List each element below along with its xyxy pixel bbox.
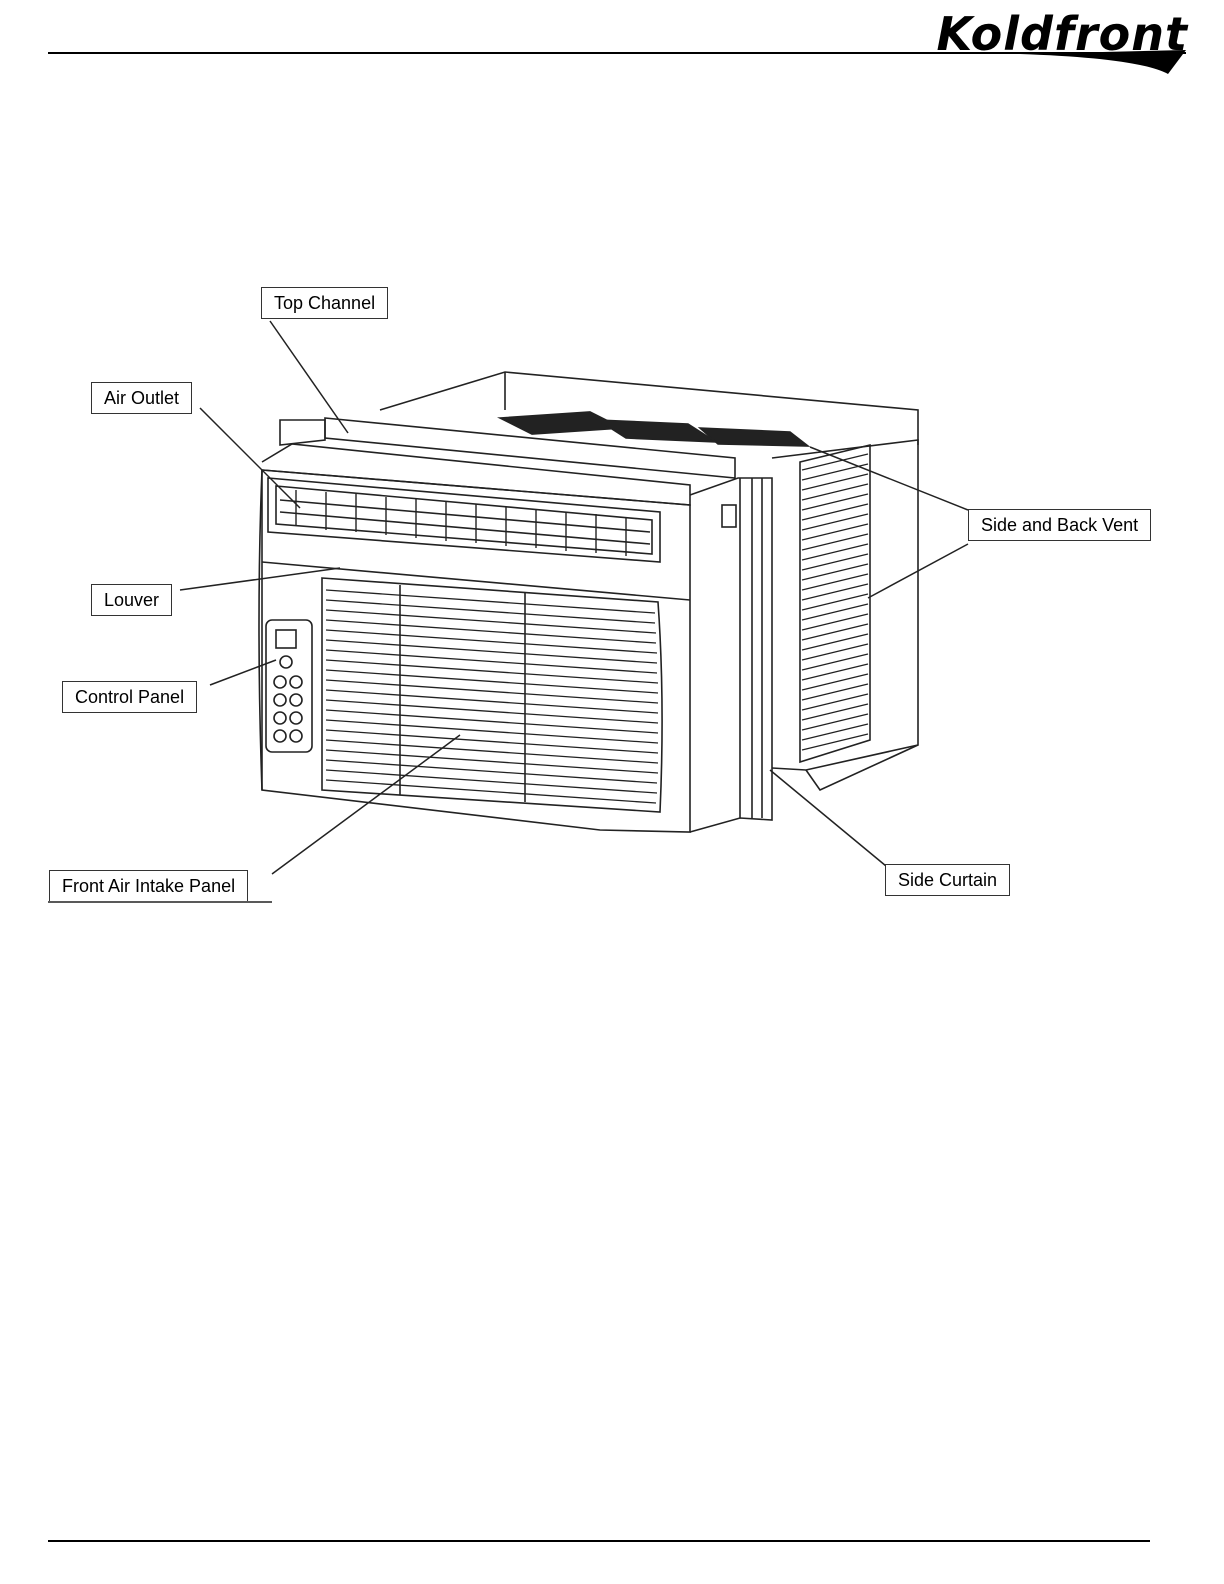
label-top-channel: Top Channel	[261, 287, 388, 319]
label-front-air-intake-panel: Front Air Intake Panel	[49, 870, 248, 901]
label-air-outlet: Air Outlet	[91, 382, 192, 414]
air-conditioner-diagram	[0, 0, 1224, 1000]
label-side-curtain: Side Curtain	[885, 864, 1010, 896]
label-side-and-back-vent: Side and Back Vent	[968, 509, 1151, 541]
footer-rule	[48, 1540, 1150, 1542]
label-control-panel: Control Panel	[62, 681, 197, 713]
label-louver: Louver	[91, 584, 172, 616]
